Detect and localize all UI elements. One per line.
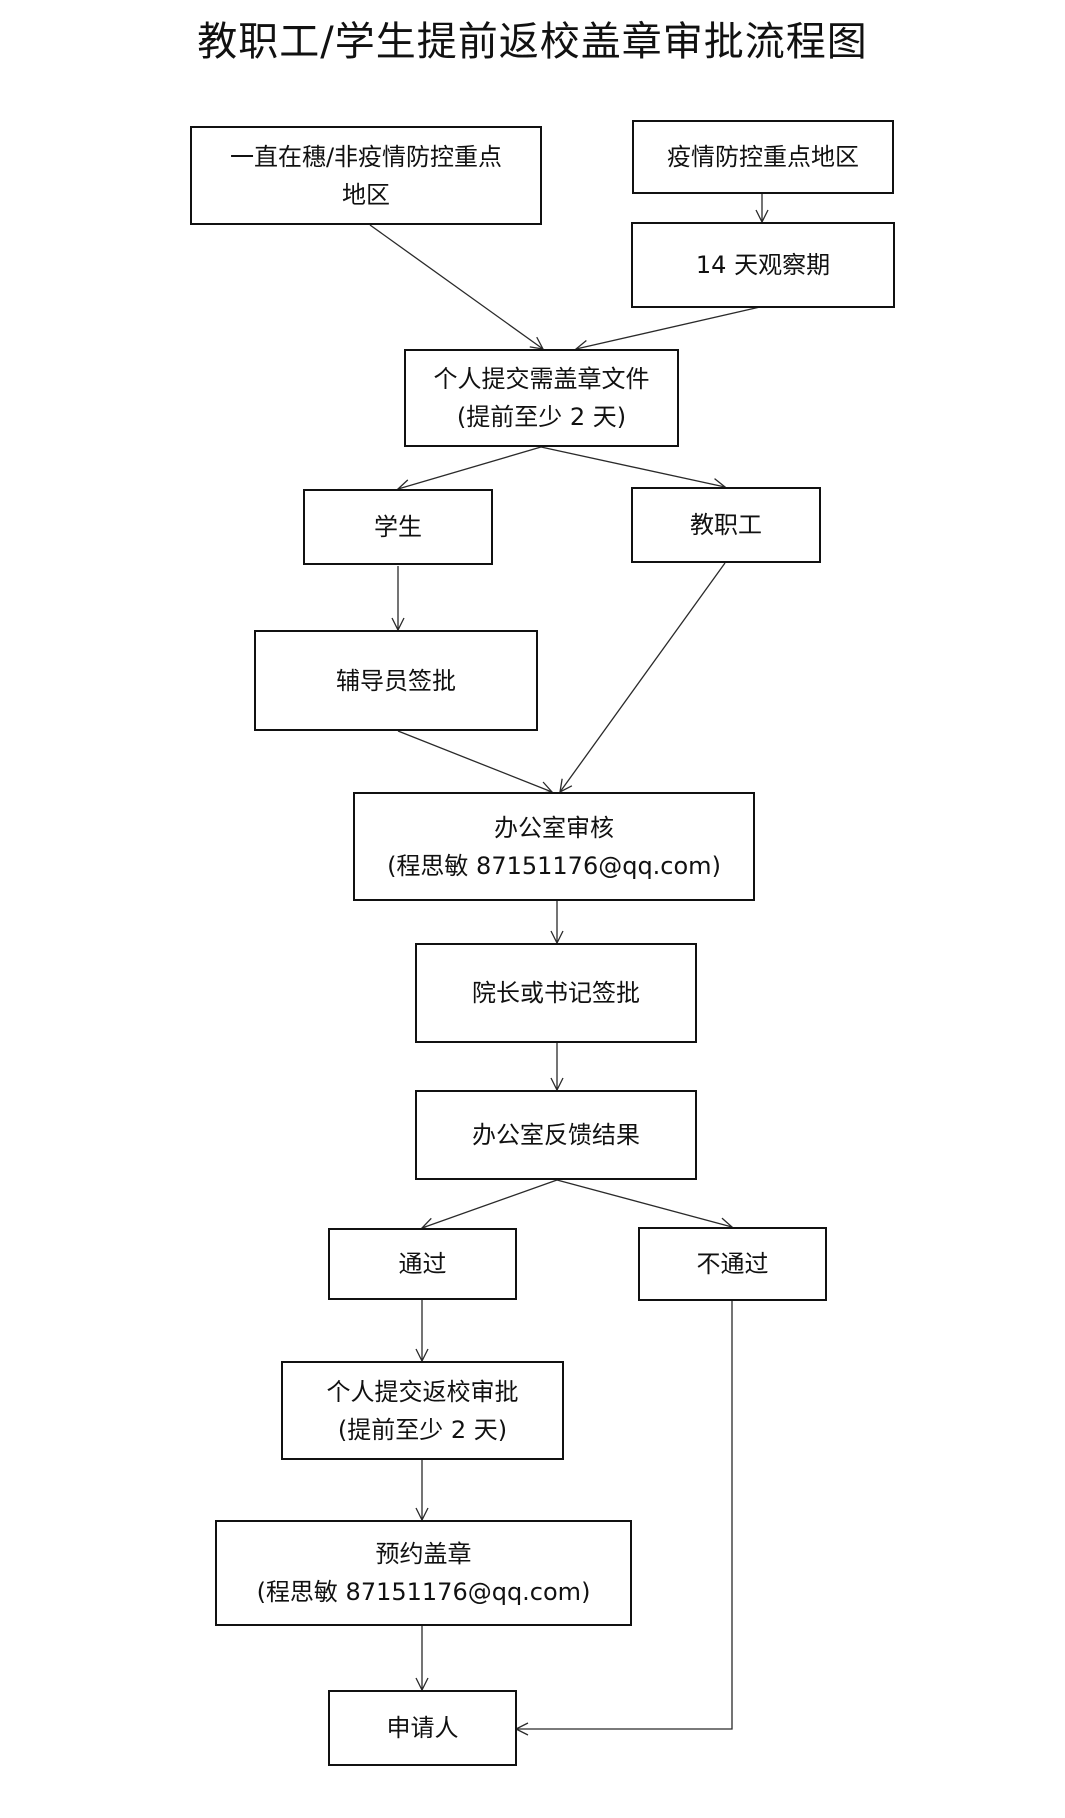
node-office-feedback-line1: 办公室反馈结果 <box>472 1121 640 1149</box>
node-local-region-line1: 一直在穗/非疫情防控重点 <box>229 142 503 171</box>
node-key-region-line1: 疫情防控重点地区 <box>667 143 859 171</box>
arrow-local-to-submit <box>369 224 543 349</box>
arrow-fail-to-applicant <box>516 1301 733 1729</box>
node-local-region: 一直在穗/非疫情防控重点 地区 <box>190 126 542 225</box>
node-pass: 通过 <box>328 1228 517 1300</box>
node-staff: 教职工 <box>631 487 821 563</box>
node-student-line1: 学生 <box>374 513 422 541</box>
node-dean: 院长或书记签批 <box>415 943 697 1043</box>
node-counselor-line1: 辅导员签批 <box>336 666 456 695</box>
node-local-region-line2: 地区 <box>342 180 390 209</box>
node-office-review-line2: (程思敏 87151176@qq.com) <box>387 851 721 880</box>
node-submit-docs-line1: 个人提交需盖章文件 <box>433 365 650 393</box>
node-key-region: 疫情防控重点地区 <box>632 120 894 194</box>
arrow-feedback-to-fail <box>556 1179 732 1227</box>
node-applicant: 申请人 <box>328 1690 517 1766</box>
node-staff-line1: 教职工 <box>690 511 762 539</box>
arrow-counselor-to-office <box>397 730 552 792</box>
node-applicant-line1: 申请人 <box>386 1714 459 1742</box>
node-return-approval-line2: (提前至少 2 天) <box>337 1415 508 1444</box>
node-stamp-line2: (程思敏 87151176@qq.com) <box>256 1578 591 1606</box>
node-stamp-line1: 预约盖章 <box>375 1540 472 1568</box>
node-pass-line1: 通过 <box>398 1250 447 1278</box>
node-fail-line1: 不通过 <box>696 1250 769 1278</box>
node-observation: 14 天观察期 <box>631 222 895 308</box>
node-submit-docs: 个人提交需盖章文件 (提前至少 2 天) <box>404 349 679 447</box>
arrow-feedback-to-pass <box>422 1179 558 1228</box>
page-title: 教职工/学生提前返校盖章审批流程图 <box>197 19 868 65</box>
node-counselor: 辅导员签批 <box>254 630 538 731</box>
node-office-feedback: 办公室反馈结果 <box>415 1090 697 1180</box>
node-submit-docs-line2: (提前至少 2 天) <box>456 403 627 431</box>
node-dean-line1: 院长或书记签批 <box>472 979 640 1007</box>
arrow-observation-to-submit <box>576 306 761 349</box>
node-student: 学生 <box>303 489 493 565</box>
node-observation-line1: 14 天观察期 <box>695 251 831 279</box>
arrow-submit-to-staff <box>540 446 725 487</box>
arrow-staff-to-office <box>560 562 726 792</box>
node-return-approval: 个人提交返校审批 (提前至少 2 天) <box>281 1361 564 1460</box>
node-stamp: 预约盖章 (程思敏 87151176@qq.com) <box>215 1520 632 1626</box>
node-return-approval-line1: 个人提交返校审批 <box>326 1377 519 1406</box>
node-fail: 不通过 <box>638 1227 827 1301</box>
node-office-review: 办公室审核 (程思敏 87151176@qq.com) <box>353 792 755 901</box>
node-office-review-line1: 办公室审核 <box>494 813 614 842</box>
arrow-submit-to-student <box>398 446 542 489</box>
